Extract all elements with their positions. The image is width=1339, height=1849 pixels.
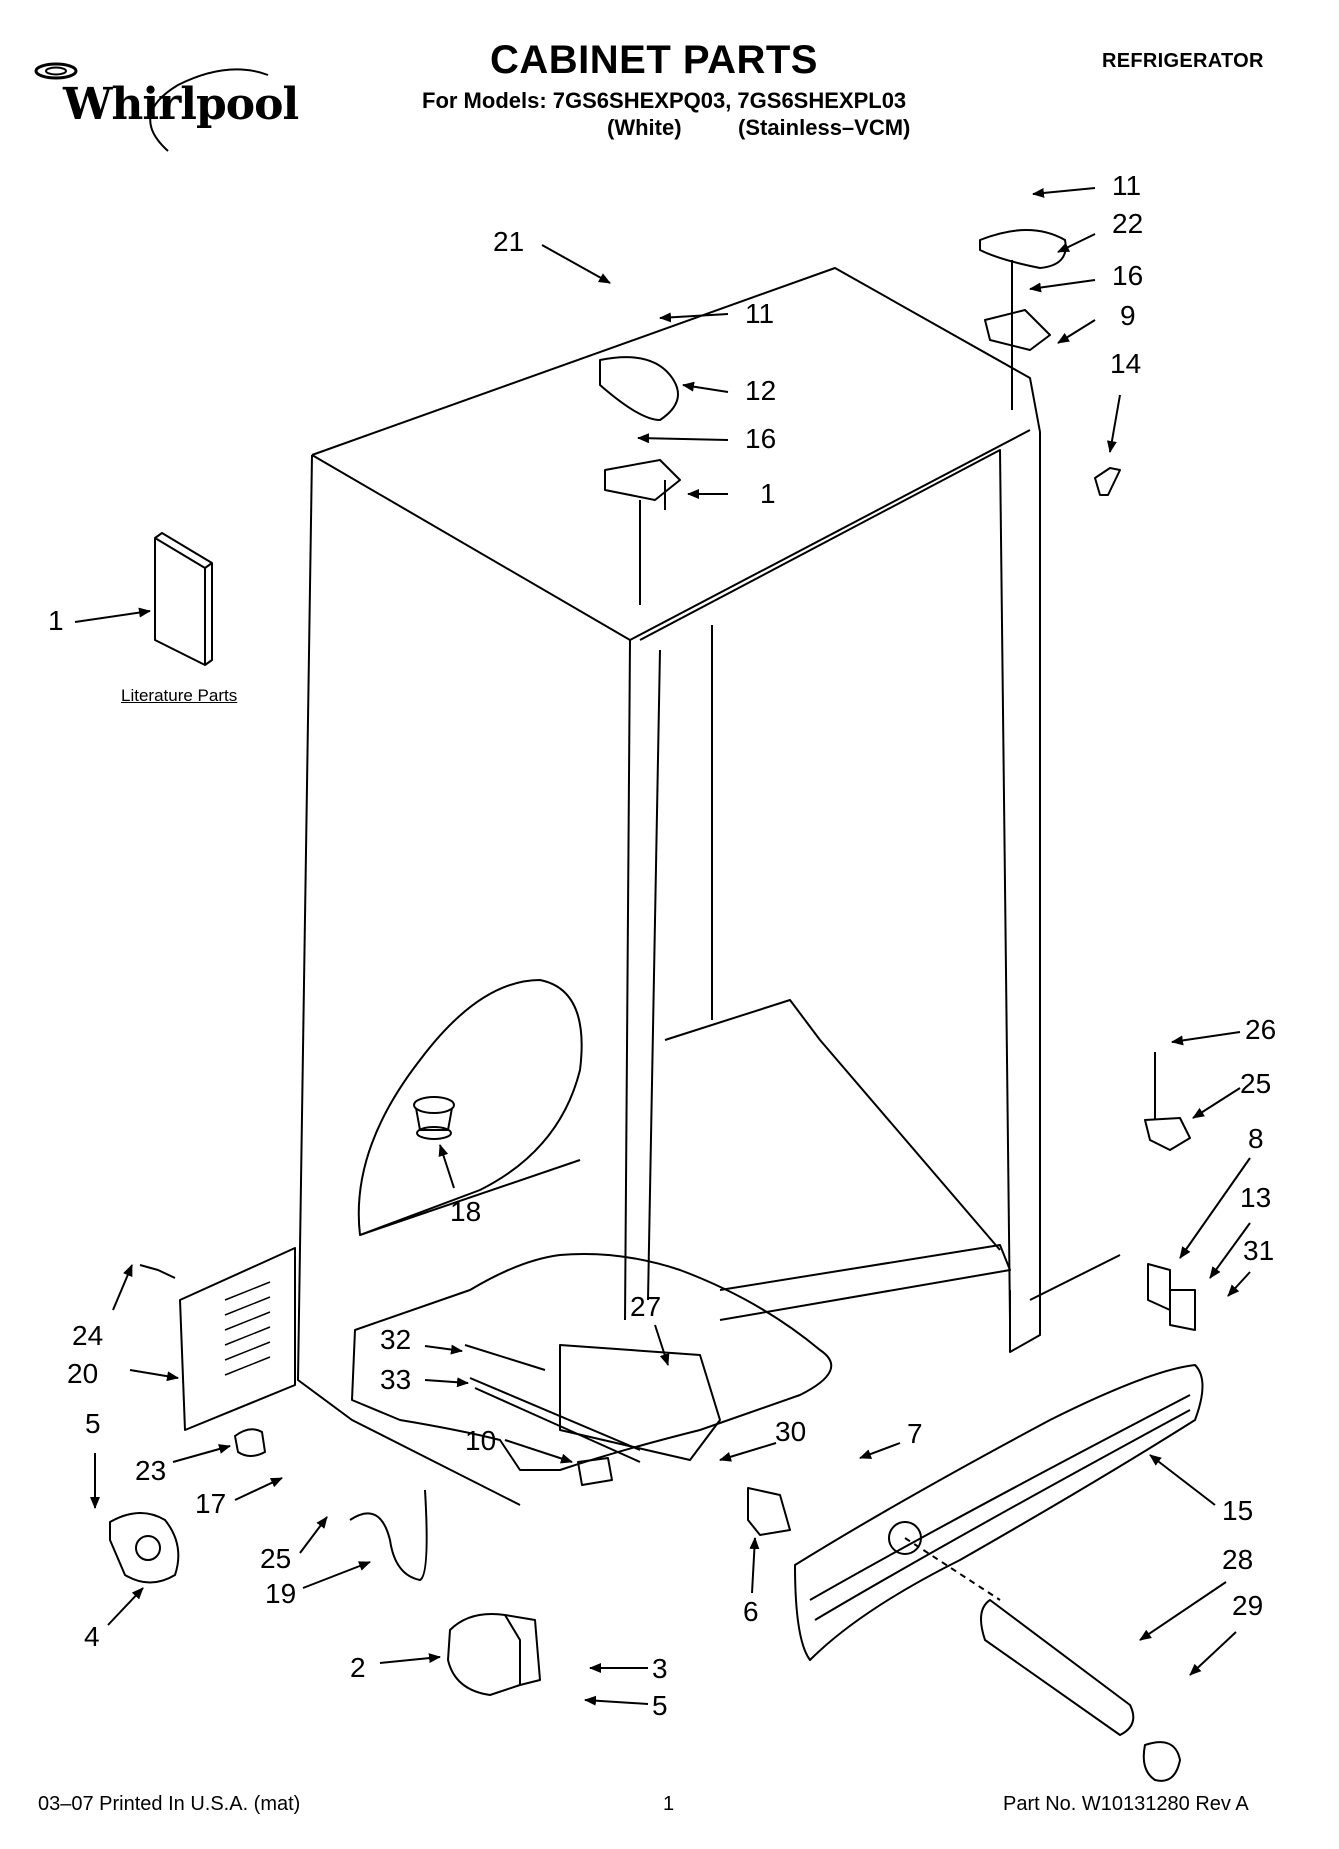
literature-book-icon (154, 532, 213, 666)
callout-33: 33 (380, 1364, 412, 1395)
filter-28 (980, 1599, 1135, 1736)
roller-2 (447, 1613, 521, 1696)
bracket-25 (1144, 1117, 1191, 1151)
page-title: CABINET PARTS (490, 38, 818, 82)
variant-stainless: (Stainless–VCM) (738, 115, 911, 140)
water-valve-27 (559, 1344, 721, 1461)
callout-14: 14 (1110, 348, 1142, 379)
base-grille-15 (794, 1364, 1204, 1661)
callout-16-right: 16 (1112, 260, 1144, 291)
callout-1-hinge: 1 (760, 478, 776, 509)
callout-4: 4 (84, 1621, 100, 1652)
bracket-13 (1169, 1289, 1196, 1331)
callout-30: 30 (775, 1416, 807, 1447)
cutaway-left (357, 979, 583, 1236)
callout-19: 19 (265, 1578, 297, 1609)
hinge-cover-12 (599, 356, 679, 421)
callout-11-left: 11 (745, 298, 775, 329)
callout-15: 15 (1222, 1495, 1254, 1526)
callout-27: 27 (630, 1291, 662, 1322)
callout-11-right: 11 (1112, 170, 1142, 201)
callout-7: 7 (907, 1418, 923, 1449)
hinge-1 (604, 459, 681, 501)
part-14 (1094, 467, 1121, 496)
callout-18: 18 (450, 1196, 482, 1227)
part-10 (577, 1457, 613, 1486)
callout-6: 6 (743, 1596, 759, 1627)
models-line: For Models: 7GS6SHEXPQ03, 7GS6SHEXPL03 (422, 88, 907, 113)
callout-9: 9 (1120, 300, 1136, 331)
filter-cap-29 (1142, 1741, 1181, 1782)
callout-24: 24 (72, 1320, 104, 1351)
roller-4 (109, 1512, 180, 1584)
callout-28: 28 (1222, 1544, 1254, 1575)
callout-17: 17 (195, 1488, 227, 1519)
tube-32 (464, 1344, 546, 1371)
part-number: Part No. W10131280 Rev A (1003, 1793, 1249, 1815)
cutaway-bottom (351, 1253, 833, 1471)
product-category: REFRIGERATOR (1102, 50, 1264, 72)
brand-swirl-icon (34, 62, 269, 152)
callout-26: 26 (1245, 1014, 1277, 1045)
page-number: 1 (663, 1793, 675, 1815)
tube-33b (474, 1387, 641, 1463)
callout-13: 13 (1240, 1182, 1272, 1213)
print-info: 03–07 Printed In U.S.A. (mat) (38, 1793, 301, 1815)
callout-1-literature: 1 (48, 605, 64, 636)
hinge-cover-22 (979, 229, 1067, 269)
bracket-8 (1147, 1263, 1171, 1311)
callout-16-left: 16 (745, 423, 777, 454)
callout-31: 31 (1243, 1235, 1275, 1266)
callout-32: 32 (380, 1324, 412, 1355)
clip-6 (747, 1487, 791, 1536)
hinge-9 (984, 309, 1051, 351)
callout-10: 10 (465, 1425, 497, 1456)
callout-5-left: 5 (85, 1408, 101, 1439)
callout-25-left: 25 (260, 1543, 292, 1574)
callout-12: 12 (745, 375, 777, 406)
callout-22: 22 (1112, 208, 1144, 239)
callout-25-right: 25 (1240, 1068, 1272, 1099)
brand-logo: Whirlpool (18, 55, 299, 160)
literature-parts-label: Literature Parts (121, 686, 238, 705)
tube-33 (469, 1377, 641, 1451)
callout-5-bottom: 5 (652, 1690, 668, 1721)
callout-3: 3 (652, 1653, 668, 1684)
callout-29: 29 (1232, 1590, 1264, 1621)
water-tube-19 (349, 1489, 428, 1581)
callout-20: 20 (67, 1358, 99, 1389)
callout-2: 2 (350, 1652, 366, 1683)
callout-23: 23 (135, 1455, 167, 1486)
callout-8: 8 (1248, 1123, 1264, 1154)
variant-white: (White) (607, 115, 682, 140)
brand-name: Whirlpool (63, 79, 299, 130)
cabinet-body (297, 267, 1121, 1506)
callout-21: 21 (493, 226, 525, 257)
bracket-23 (234, 1428, 266, 1457)
grille-panel-20 (179, 1247, 296, 1431)
